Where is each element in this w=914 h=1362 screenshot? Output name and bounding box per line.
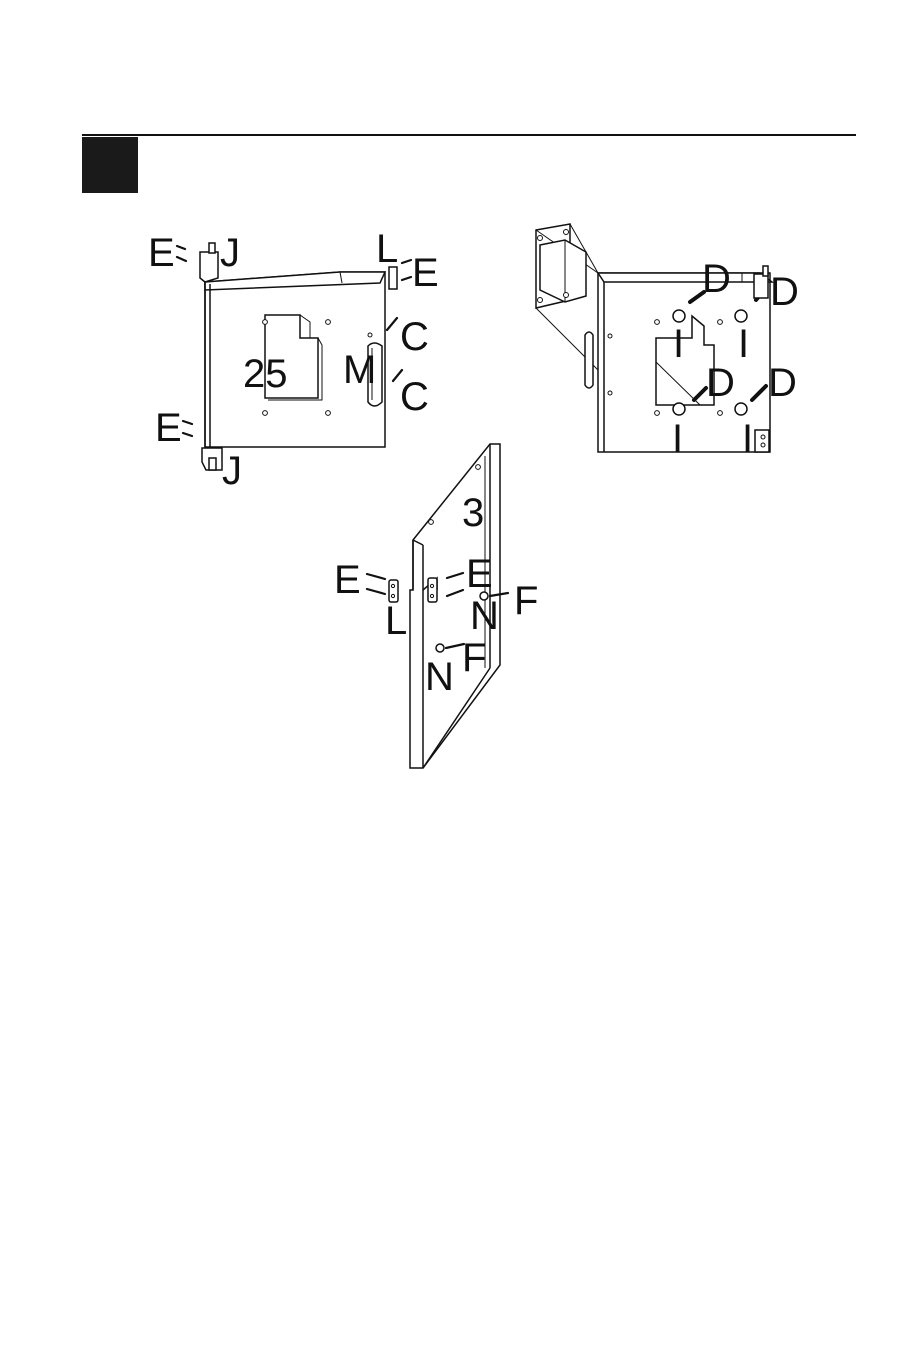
label-e-top: E bbox=[148, 231, 175, 275]
label-i-upper-right: I bbox=[738, 322, 749, 366]
right-panel-drawing bbox=[536, 224, 772, 452]
label-m: M bbox=[343, 348, 376, 392]
label-i-lower-left: I bbox=[672, 417, 683, 461]
label-d-mid-left: D bbox=[706, 361, 735, 405]
label-panel-3: 3 bbox=[462, 491, 484, 535]
label-e-bottom: E bbox=[155, 406, 182, 450]
label-l-top: L bbox=[376, 227, 398, 271]
label-e-right: E bbox=[412, 251, 439, 295]
label-d-mid-right: D bbox=[768, 361, 797, 405]
label-e-right-panel-3: E bbox=[466, 552, 493, 596]
label-i-upper-left: I bbox=[673, 322, 684, 366]
label-f-lower: F bbox=[462, 636, 486, 680]
label-l: L bbox=[385, 599, 407, 643]
label-j-top: J bbox=[220, 231, 240, 275]
label-n-lower: N bbox=[425, 655, 454, 699]
label-e-left: E bbox=[334, 558, 361, 602]
label-j-bottom: J bbox=[222, 449, 242, 493]
label-c-upper: C bbox=[400, 315, 429, 359]
label-i-lower-right: I bbox=[742, 417, 753, 461]
label-n-upper: N bbox=[470, 594, 499, 638]
label-c-lower: C bbox=[400, 375, 429, 419]
label-panel-25: 25 bbox=[243, 352, 288, 396]
label-d-top-left: D bbox=[702, 257, 731, 301]
label-d-top-right: D bbox=[770, 270, 799, 314]
label-f-upper: F bbox=[514, 579, 538, 623]
